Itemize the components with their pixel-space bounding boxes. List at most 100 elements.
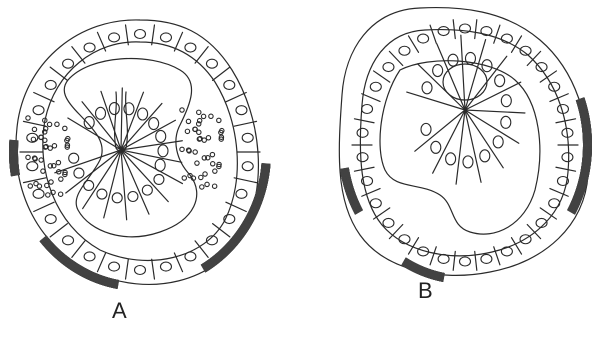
panel-a-left-yolk-granule [39, 158, 43, 162]
panel-b-endoderm-nucleus [422, 82, 432, 94]
panel-a-left-yolk-granule [56, 160, 60, 164]
panel-a-right-yolk-granule [195, 161, 199, 165]
panel-b-cell-wall [362, 94, 380, 102]
panel-b-endoderm-wall [465, 110, 481, 182]
panel-a-left-yolk-granule [34, 181, 38, 185]
panel-a-cell-wall [34, 93, 54, 102]
panel-a-right-yolk-granule [185, 129, 189, 133]
panel-b-nucleus [501, 247, 512, 256]
panel-a-nucleus [45, 80, 56, 89]
panel-a-left-yolk-granule [52, 144, 56, 148]
panel-b-endoderm-nucleus [495, 75, 505, 87]
panel-b-endoderm-wall [465, 82, 521, 110]
panel-a-left-yolk-granule [41, 169, 45, 173]
panel-b-label: B [418, 280, 433, 302]
panel-a-endoderm-nucleus [109, 103, 119, 115]
panel-b-endoderm-wall [465, 110, 519, 143]
panel-a-endoderm-nucleus [69, 153, 79, 163]
panel-b-nucleus [370, 199, 381, 208]
panel-b-nucleus [357, 128, 368, 137]
panel-a-endoderm-nucleus [156, 130, 166, 142]
panel-a-nucleus [33, 189, 44, 198]
panel-b-endoderm-nucleus [501, 95, 511, 107]
panel-a-nucleus [185, 252, 196, 261]
panel-b-outer-wall [339, 8, 588, 276]
panel-b-nucleus [460, 24, 471, 33]
panel-a-nucleus [224, 80, 235, 89]
panel-a-left-yolk-granule [32, 127, 36, 131]
panel-a-right-yolk-granule [180, 108, 184, 112]
panel-a-left-yolk-granule [48, 146, 52, 150]
panel-b-endoderm-wall [456, 110, 465, 184]
panel-b-endoderm-nucleus [421, 123, 431, 135]
panel-b-nucleus [357, 153, 368, 162]
panel-a-cell-wall [34, 202, 54, 211]
panel-b-cell-wall [354, 167, 374, 171]
panel-a-nucleus [135, 30, 146, 39]
panel-b-cell-wall [494, 25, 500, 43]
panel-a-right-yolk-granule [206, 136, 210, 140]
panel-b-nucleus [562, 153, 573, 162]
panel-b-nucleus [383, 218, 394, 227]
panel-b-endoderm-wall [465, 40, 486, 110]
panel-b-cell-wall [556, 167, 576, 171]
panel-a-cell-wall [50, 67, 67, 80]
panel-a-right-yolk-granule [203, 172, 207, 176]
panel-b-nucleus [418, 34, 429, 43]
panel-b-endoderm-nucleus [446, 153, 456, 165]
panel-a-cell-wall [174, 32, 182, 51]
panel-a-nucleus [33, 106, 44, 115]
panel-a-right-yolk-granule [209, 114, 213, 118]
panel-a-left-yolk-granule [26, 155, 30, 159]
panel-a-endoderm-wall [104, 150, 121, 218]
panel-b-endoderm-wall [437, 44, 465, 110]
panel-a-cell-wall [152, 259, 155, 279]
panel-a-nucleus [242, 133, 253, 142]
panel-b-nucleus [383, 63, 394, 72]
panel-b-nucleus [438, 254, 449, 263]
panel-b-cell-wall [374, 71, 390, 82]
panel-a-endoderm-wall [101, 91, 121, 150]
panel-a-right-yolk-granule [210, 152, 214, 156]
panel-b-nucleus [438, 27, 449, 36]
panel-a-endoderm-nucleus [138, 108, 148, 120]
panel-a-left-yolk-granule [59, 177, 63, 181]
panel-a-endoderm-nucleus [128, 191, 138, 201]
panel-b-nucleus [370, 82, 381, 91]
panel-a-left-yolk-granule [46, 193, 50, 197]
panel-a-cell-wall [50, 224, 67, 237]
panel-b-nucleus [549, 199, 560, 208]
panel-a-right-yolk-granule [212, 184, 216, 188]
panel-a-endoderm-nucleus [84, 180, 94, 190]
panel-a-cell-wall [195, 47, 208, 63]
panel-b-cell-wall [430, 247, 436, 265]
panel-a-nucleus [109, 33, 120, 42]
panel-a-cell-wall [72, 241, 85, 257]
panel-b-cell-wall [362, 189, 380, 197]
panel-a-left-yolk-granule [26, 116, 30, 120]
panel-b-drawing [339, 8, 588, 276]
panel-a-left-yolk-granule [47, 122, 51, 126]
panel-a-left-yolk-granule [58, 192, 62, 196]
panel-a-nucleus [160, 262, 171, 271]
panel-a-endoderm-nucleus [112, 193, 122, 203]
panel-a-nucleus [236, 189, 247, 198]
panel-a-cell-wall [226, 93, 246, 102]
panel-b-cell-wall [374, 208, 390, 219]
panel-a-right-yolk-granule [205, 182, 209, 186]
panel-b-endoderm-wall [465, 110, 525, 113]
panel-a-nucleus [206, 59, 217, 68]
panel-a-endoderm-nucleus [158, 145, 168, 157]
panel-a-endoderm [64, 59, 197, 237]
panel-b-endoderm-nucleus [501, 116, 511, 128]
panel-a-endoderm-wall [121, 88, 122, 150]
panel-b-cell-wall [354, 119, 374, 123]
panel-a-cell-wall [195, 241, 208, 257]
panel-b-cell-wall [453, 251, 455, 270]
panel-a-cell-wall [234, 121, 256, 126]
panel-a-endoderm-wall [121, 150, 182, 184]
panel-a-left-yolk-granule [49, 180, 53, 184]
panel-b-cell-wall [475, 20, 477, 39]
